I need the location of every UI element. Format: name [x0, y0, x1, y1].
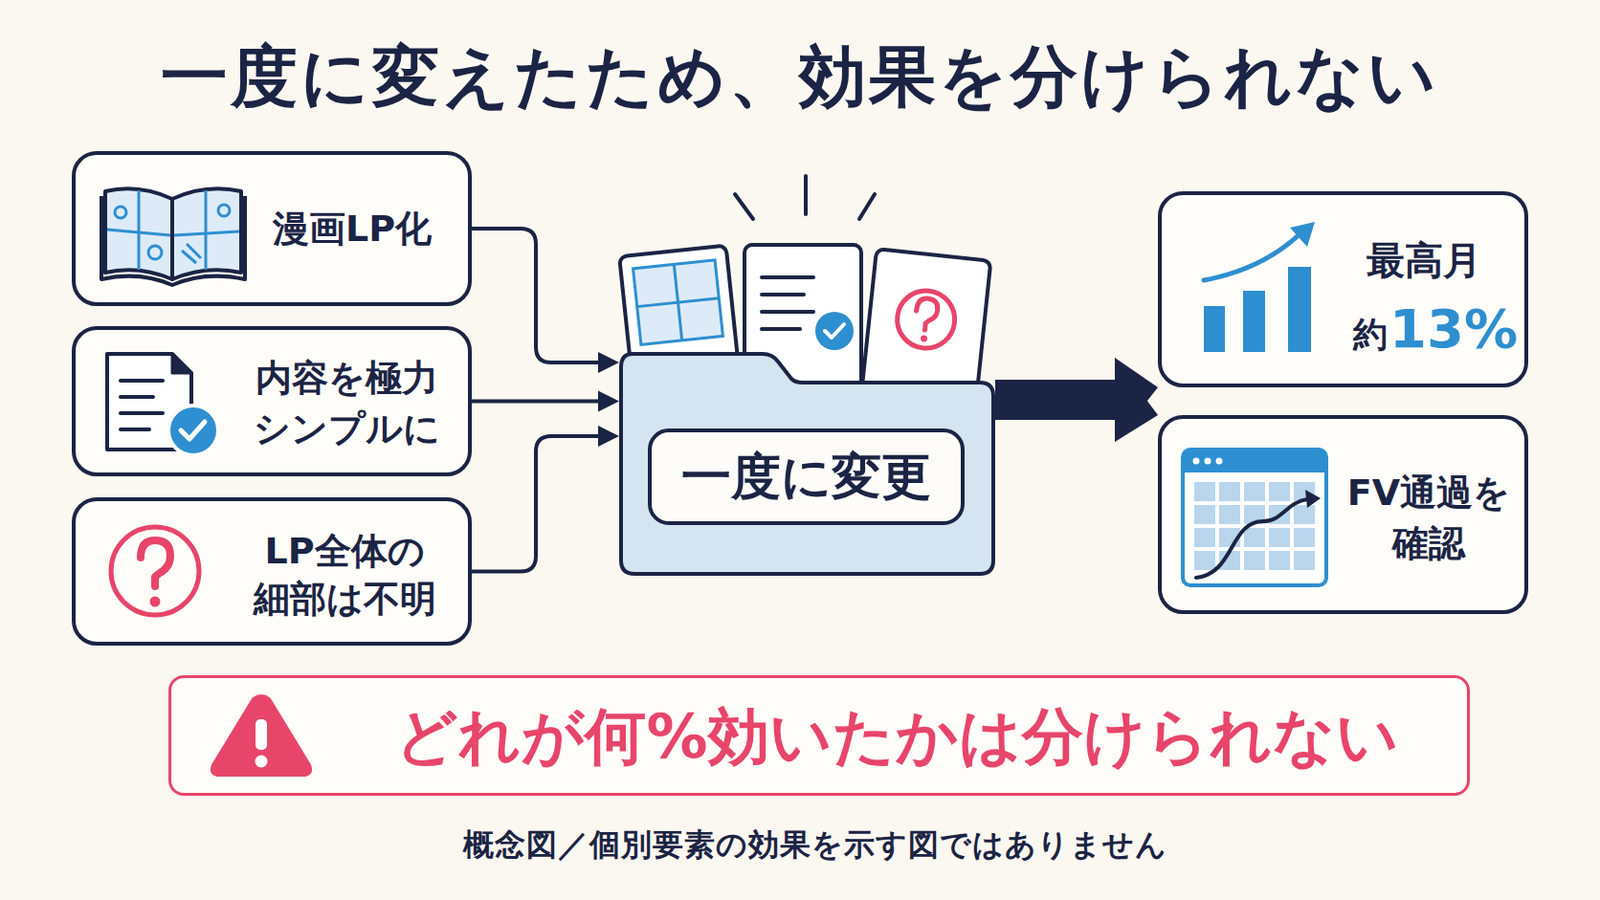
change-folder: 一度に変更	[619, 352, 996, 577]
caption-text: 概念図／個別要素の効果を示す図ではありません	[15, 822, 1600, 867]
node-label: FV通過を 確認	[1318, 465, 1539, 573]
change-box: 漫画LP化	[71, 151, 472, 307]
node-label: 13%	[1389, 296, 1524, 362]
result-box: FV通過を 確認	[1157, 415, 1529, 615]
connector-arrow	[995, 357, 1158, 443]
sparkle-lines	[734, 176, 875, 220]
result-box: 最高月約13%	[1157, 191, 1529, 388]
change-box: 内容を極力 シンプルに	[71, 326, 472, 477]
node-label: 一度に変更	[647, 428, 965, 526]
connector-arrow	[471, 425, 620, 573]
node-label: 漫画LP化	[246, 199, 458, 259]
title-text: 一度に変えたため、効果を分けられない	[0, 30, 1600, 123]
warning-box: どれが何%効いたかは分けられない	[168, 675, 1470, 797]
node-label: 内容を極力 シンプルに	[236, 350, 457, 458]
node-label: LP全体の 細部は不明	[234, 521, 455, 629]
node-label: 約	[1335, 306, 1388, 362]
node-label: 最高月	[1325, 232, 1522, 289]
change-box: LP全体の 細部は不明	[71, 497, 472, 646]
connector-arrow	[995, 357, 1158, 443]
connector-arrow	[471, 391, 620, 413]
connector-arrow	[471, 228, 620, 374]
node-label: どれが何%効いたかは分けられない	[339, 701, 1455, 773]
folder-outline	[621, 354, 994, 575]
